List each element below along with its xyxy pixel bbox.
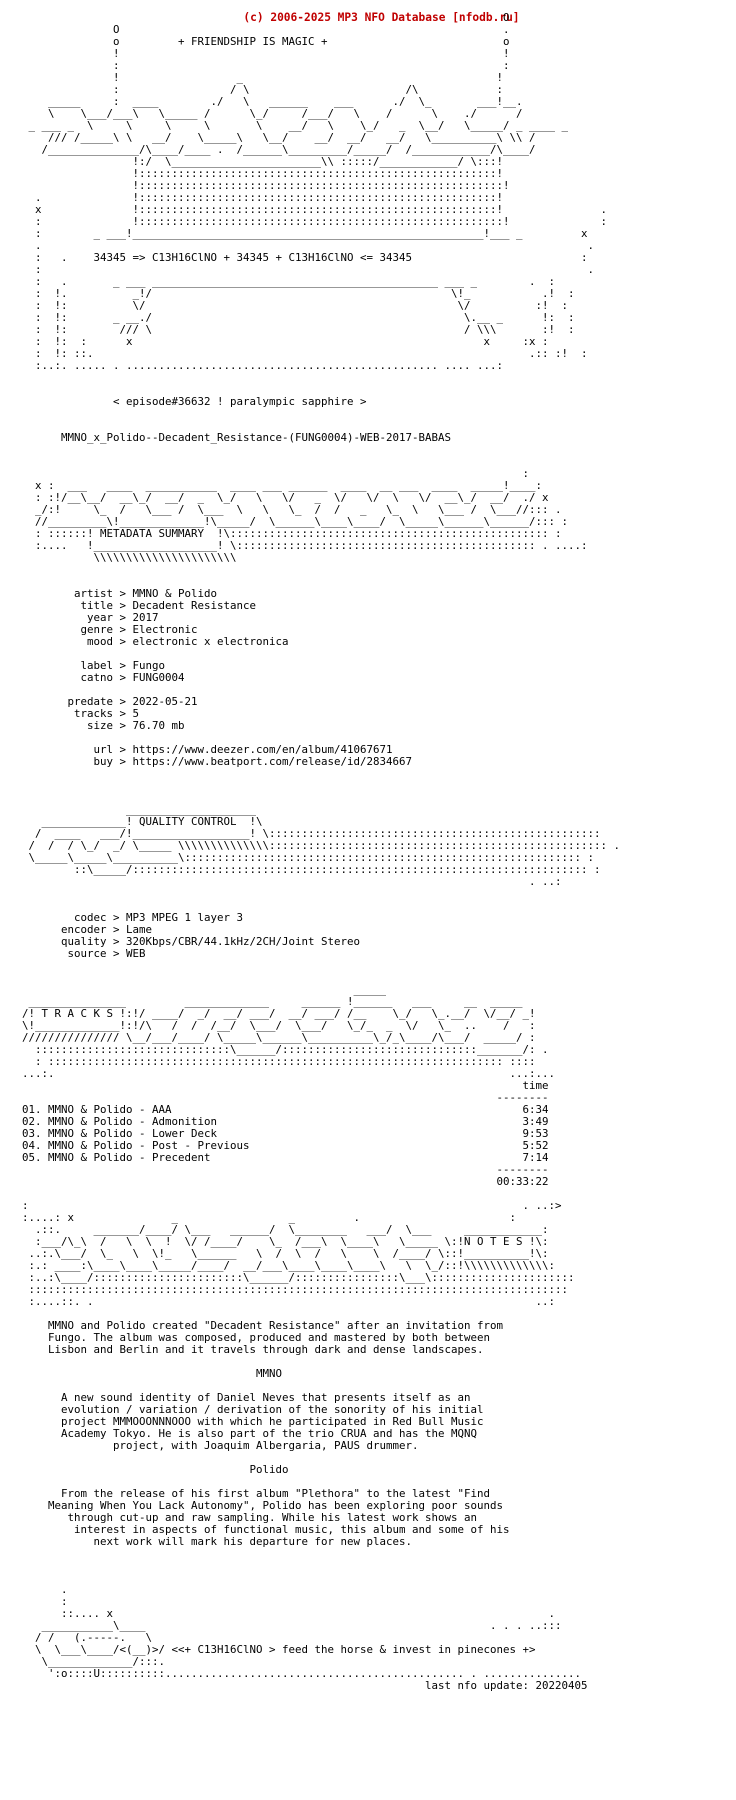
nfodb-credit-link[interactable]: (c) 2006-2025 MP3 NFO Database [nfodb.ru… <box>243 11 520 24</box>
nfo-ascii-text: O O . o + FRIENDSHIP IS MAGIC + o ! <box>22 11 621 1692</box>
nfodb-credit-header: (c) 2006-2025 MP3 NFO Database [nfodb.ru… <box>0 0 736 24</box>
